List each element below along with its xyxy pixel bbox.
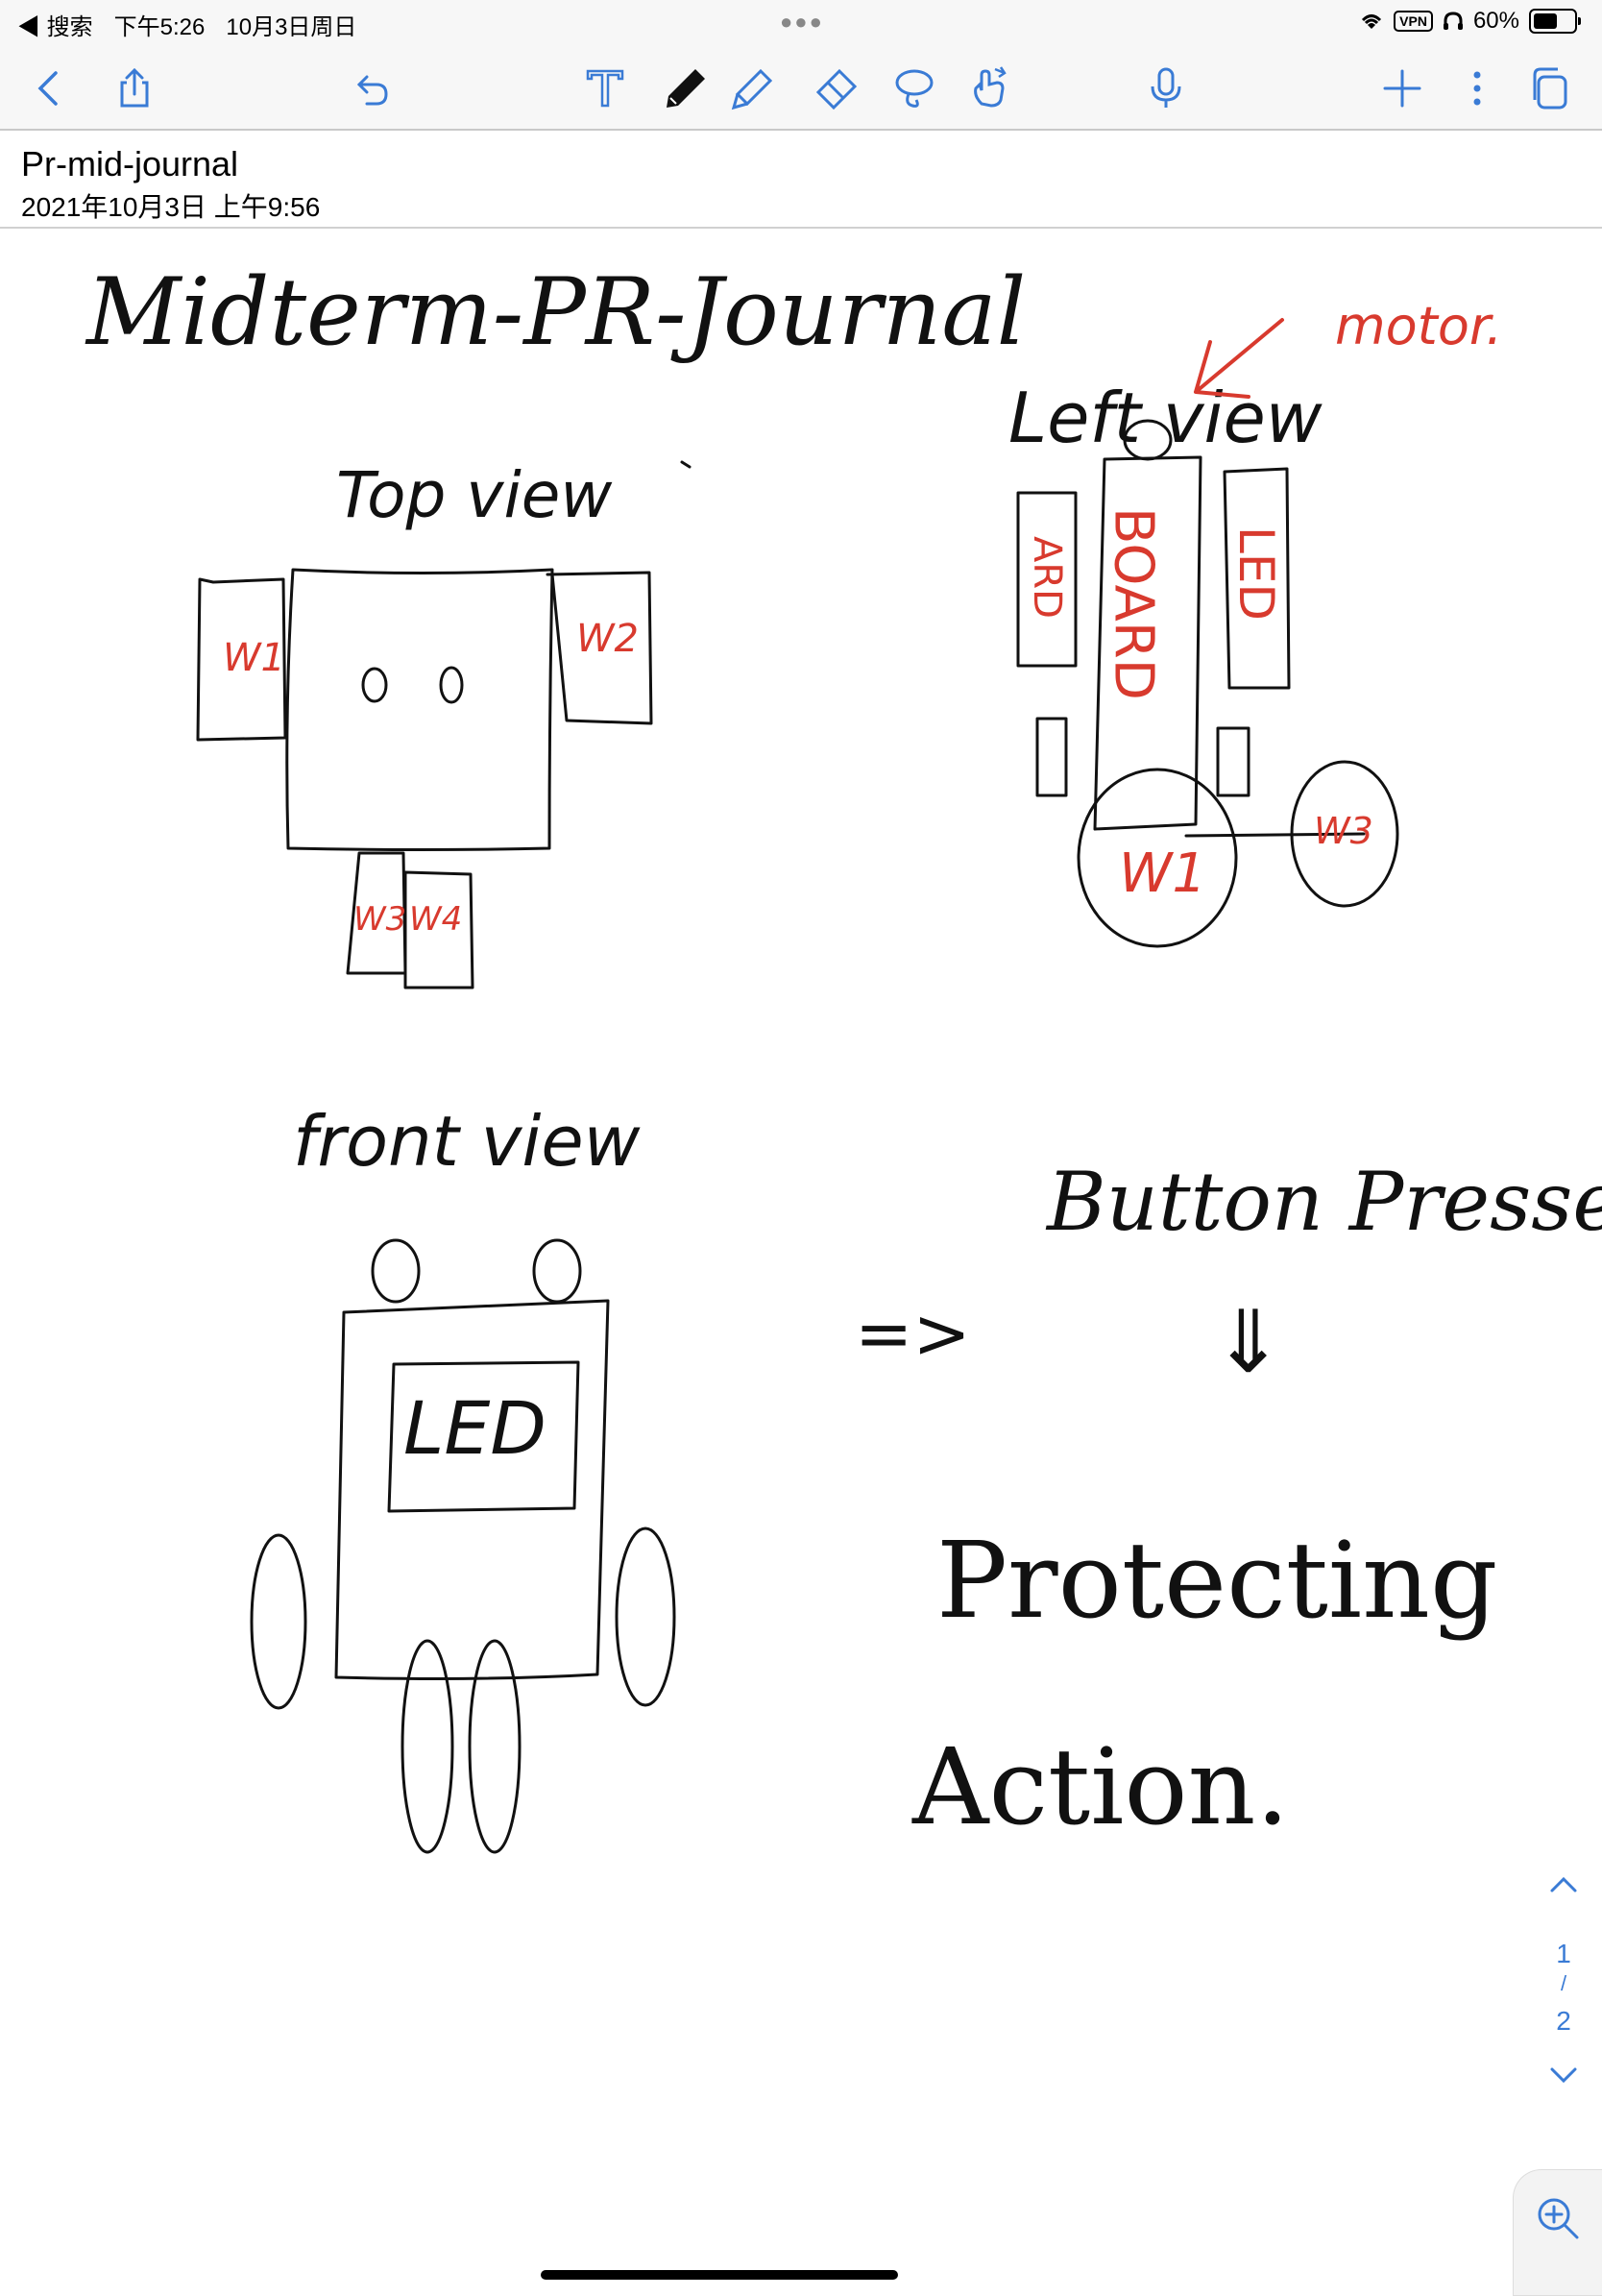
chevron-left-icon xyxy=(27,65,73,111)
text-tool-button[interactable] xyxy=(578,61,632,115)
back-to-app-link[interactable]: ◀ 搜索 xyxy=(17,8,93,41)
plus-icon xyxy=(1379,65,1425,111)
top-view-w2: W2 xyxy=(576,617,639,661)
undo-icon xyxy=(348,65,394,111)
led-vertical-label: LED xyxy=(1228,526,1284,621)
add-button[interactable] xyxy=(1375,61,1429,115)
toolbar xyxy=(0,48,1602,131)
left-view-drawing xyxy=(1018,421,1397,946)
eraser-tool-button[interactable] xyxy=(809,61,862,115)
text-tool-icon xyxy=(582,65,628,111)
microphone-icon xyxy=(1143,65,1189,111)
protecting-text: Protecting xyxy=(936,1519,1497,1642)
undo-button[interactable] xyxy=(344,61,398,115)
front-view-label: front view xyxy=(293,1101,641,1182)
page-total: 2 xyxy=(1525,2006,1602,2037)
battery-percent: 60% xyxy=(1473,8,1519,35)
left-view-label: Left view xyxy=(1008,378,1323,458)
chevron-down-icon[interactable] xyxy=(1542,2054,1585,2096)
page-separator: / xyxy=(1525,1971,1602,1996)
gesture-tool-button[interactable] xyxy=(962,61,1016,115)
page-current: 1 xyxy=(1525,1939,1602,1969)
zoom-in-icon xyxy=(1535,2195,1581,2241)
zoom-button[interactable] xyxy=(1513,2169,1602,2296)
vpn-badge: VPN xyxy=(1394,11,1433,32)
pen-icon xyxy=(663,65,709,111)
more-button[interactable] xyxy=(1450,61,1504,115)
lasso-icon xyxy=(891,65,937,111)
chevron-up-icon[interactable] xyxy=(1542,1864,1585,1906)
page-navigator: 1 / 2 xyxy=(1525,1864,1602,2094)
button-pressed-text: Button Pressed xyxy=(1045,1155,1602,1249)
top-view-w4: W4 xyxy=(409,900,462,939)
front-view-led: LED xyxy=(403,1385,546,1471)
eraser-icon xyxy=(813,65,859,111)
status-date: 10月3日周日 xyxy=(226,8,356,41)
microphone-button[interactable] xyxy=(1139,61,1193,115)
hand-gesture-icon xyxy=(966,65,1012,111)
share-button[interactable] xyxy=(108,61,161,115)
wifi-icon xyxy=(1359,12,1384,31)
multitasking-dots-icon[interactable]: ●●● xyxy=(780,10,824,35)
lasso-tool-button[interactable] xyxy=(887,61,941,115)
ink-layer: Midterm-PR-Journal Top view W1 W2 W3 W4 … xyxy=(0,229,1602,2294)
status-time: 下午5:26 xyxy=(114,8,206,41)
share-icon xyxy=(111,65,158,111)
arrow-down-text: ⇓ xyxy=(1212,1292,1284,1393)
top-view-w3: W3 xyxy=(353,900,406,939)
left-view-w3: W3 xyxy=(1314,810,1373,852)
note-canvas[interactable]: Midterm-PR-Journal Top view W1 W2 W3 W4 … xyxy=(0,229,1602,2294)
battery-icon xyxy=(1529,9,1577,34)
back-button[interactable] xyxy=(23,61,77,115)
left-view-w1: W1 xyxy=(1119,843,1206,905)
top-view-label: Top view xyxy=(336,458,613,532)
highlighter-tool-button[interactable] xyxy=(726,61,780,115)
action-text: Action. xyxy=(911,1725,1289,1848)
document-title[interactable]: Pr-mid-journal xyxy=(21,144,238,184)
top-view-w1: W1 xyxy=(223,636,285,680)
document-header: Pr-mid-journal 2021年10月3日 上午9:56 xyxy=(0,131,1602,229)
status-bar: ◀ 搜索 下午5:26 10月3日周日 ●●● VPN 60% xyxy=(0,0,1602,48)
ard-label: ARD xyxy=(1025,536,1069,619)
heading-text: Midterm-PR-Journal xyxy=(85,258,1026,366)
front-view-drawing xyxy=(252,1240,674,1852)
pages-icon xyxy=(1527,65,1573,111)
more-vertical-icon xyxy=(1454,65,1500,111)
home-indicator[interactable] xyxy=(541,2270,898,2280)
arrow-right-text: => xyxy=(855,1293,971,1374)
pen-tool-button[interactable] xyxy=(659,61,713,115)
headphones-icon xyxy=(1443,12,1464,31)
motor-label: motor. xyxy=(1335,296,1502,356)
document-date: 2021年10月3日 上午9:56 xyxy=(21,186,320,225)
highlighter-icon xyxy=(730,65,776,111)
pages-button[interactable] xyxy=(1523,61,1577,115)
board-label: BOARD xyxy=(1103,507,1165,700)
